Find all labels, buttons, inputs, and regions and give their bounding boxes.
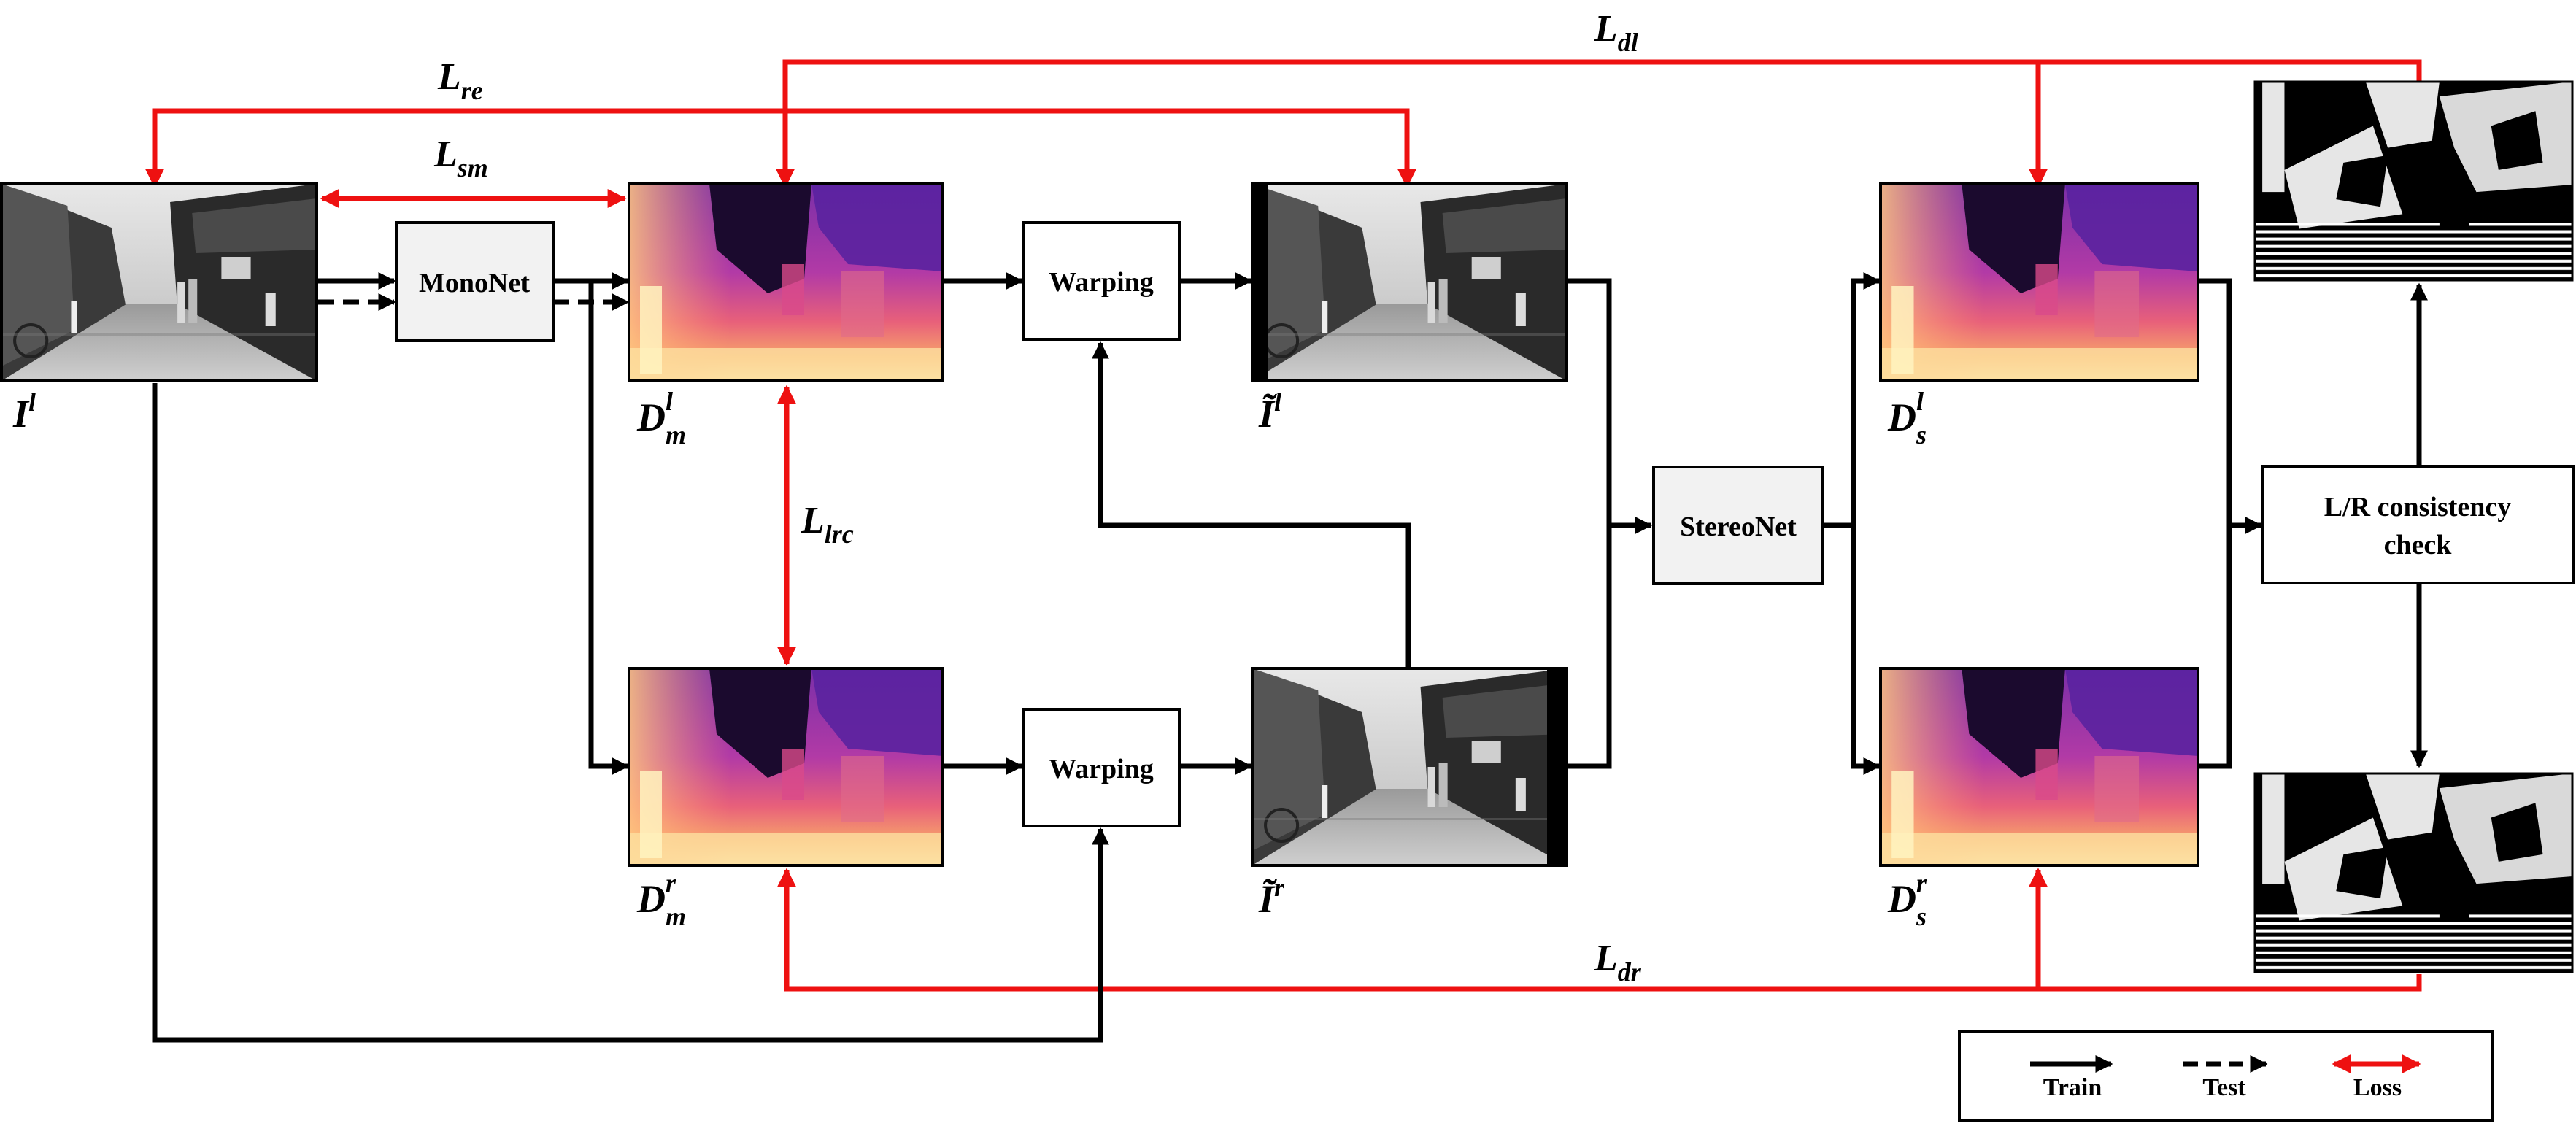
warping-top-module: Warping xyxy=(1022,221,1181,341)
flow-stereonet-to-dsr xyxy=(1851,525,1881,775)
flow-ds-to-check xyxy=(2198,278,2232,769)
lr-check-label-line2: check xyxy=(2384,530,2453,560)
stereonet-module: StereoNet xyxy=(1652,466,1824,585)
warping-top-label: Warping xyxy=(1049,267,1154,298)
mononet-module: MonoNet xyxy=(395,221,555,342)
label-warped-left: Ĩl xyxy=(1258,387,1281,436)
label-loss-re: Lre xyxy=(437,56,483,105)
flow-stereonet-to-dsl xyxy=(1851,272,1881,525)
mono-depth-left-image xyxy=(628,182,944,382)
consistency-mask-top-image xyxy=(2253,80,2574,282)
lr-consistency-check-module: L/R consistency check xyxy=(2261,465,2575,584)
stereonet-label: StereoNet xyxy=(1680,512,1797,542)
consistency-mask-bottom-image xyxy=(2253,772,2574,973)
legend-train-label: Train xyxy=(2043,1074,2102,1101)
mononet-label: MonoNet xyxy=(419,268,530,298)
label-loss-lrc: Llrc xyxy=(801,500,854,549)
warping-bottom-label: Warping xyxy=(1049,754,1154,784)
warping-bottom-module: Warping xyxy=(1022,708,1181,827)
label-warped-right: Ĩr xyxy=(1258,873,1285,921)
mono-depth-right-image xyxy=(628,667,944,867)
input-left-image xyxy=(0,182,318,382)
legend-test-label: Test xyxy=(2202,1074,2246,1101)
legend-loss-label: Loss xyxy=(2353,1074,2402,1101)
flow-input-to-warp-bottom xyxy=(152,383,1109,1043)
label-loss-dl: Ldl xyxy=(1594,8,1638,57)
warped-right-image xyxy=(1251,667,1568,867)
label-input-left: Il xyxy=(12,387,36,436)
lr-check-label-line1: L/R consistency xyxy=(2324,492,2512,522)
stereo-depth-right-image xyxy=(1879,667,2199,867)
loss-dr-line xyxy=(777,868,2422,992)
label-loss-dr: Ldr xyxy=(1594,938,1642,987)
flow-il-to-stereonet xyxy=(1567,278,1612,769)
stereo-depth-left-image xyxy=(1879,182,2199,382)
legend: Train Test Loss xyxy=(1958,1030,2494,1122)
label-loss-sm: Lsm xyxy=(433,134,488,182)
loss-re-line xyxy=(145,108,1416,188)
loss-dl-line xyxy=(776,59,2422,188)
warped-left-image xyxy=(1251,182,1568,382)
flow-mononet-to-dmr xyxy=(588,281,630,775)
flow-ir-to-warp-top xyxy=(1092,341,1411,668)
